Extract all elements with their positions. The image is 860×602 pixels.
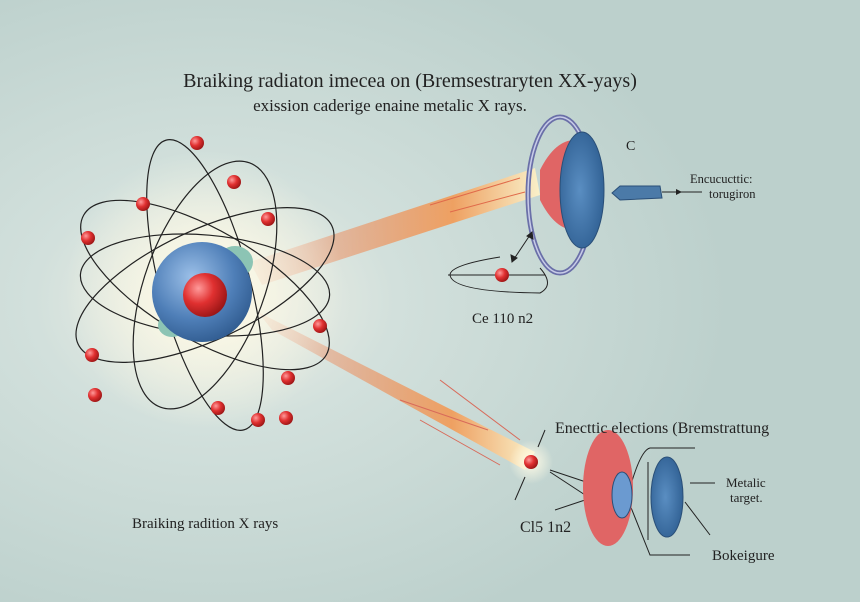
electrons bbox=[81, 136, 327, 427]
label-encucuctic-2: torugiron bbox=[709, 187, 756, 201]
label-metalic-1: Metalic bbox=[726, 475, 766, 490]
electron bbox=[81, 231, 95, 245]
electron bbox=[190, 136, 204, 150]
small-orbit bbox=[448, 231, 548, 294]
electron bbox=[227, 175, 241, 189]
nucleus-core bbox=[183, 273, 227, 317]
incident-electron bbox=[524, 455, 538, 469]
upper-target bbox=[525, 114, 702, 276]
label-enectic: Enecttic elections (Bremstrattung bbox=[555, 420, 769, 437]
electron bbox=[136, 197, 150, 211]
label-c: C bbox=[626, 139, 635, 154]
label-bokeigure: Bokeigure bbox=[712, 548, 775, 564]
label-braiking-xrays: Braiking radition X rays bbox=[132, 516, 278, 532]
atom bbox=[65, 136, 345, 431]
electron bbox=[85, 348, 99, 362]
electron bbox=[261, 212, 275, 226]
label-ce110: Ce 110 n2 bbox=[472, 311, 533, 327]
electron bbox=[313, 319, 327, 333]
title-line-1: Braiking radiaton imecea on (Bremsestrar… bbox=[183, 70, 637, 92]
electron bbox=[281, 371, 295, 385]
lower-target-small-disc bbox=[611, 471, 633, 519]
electron bbox=[88, 388, 102, 402]
target-disc bbox=[559, 131, 605, 249]
label-cl51n2: Cl5 1n2 bbox=[520, 519, 571, 536]
orbiting-electron bbox=[495, 268, 509, 282]
label-encucuctic-1: Encucucttic: bbox=[690, 172, 752, 186]
title-line-2: exission caderige enaine metalic X rays. bbox=[253, 96, 527, 115]
emitter-arrow bbox=[611, 185, 663, 201]
label-metalic-2: target. bbox=[730, 490, 763, 505]
electron bbox=[211, 401, 225, 415]
metallic-target bbox=[650, 456, 684, 538]
electron bbox=[251, 413, 265, 427]
electron bbox=[279, 411, 293, 425]
